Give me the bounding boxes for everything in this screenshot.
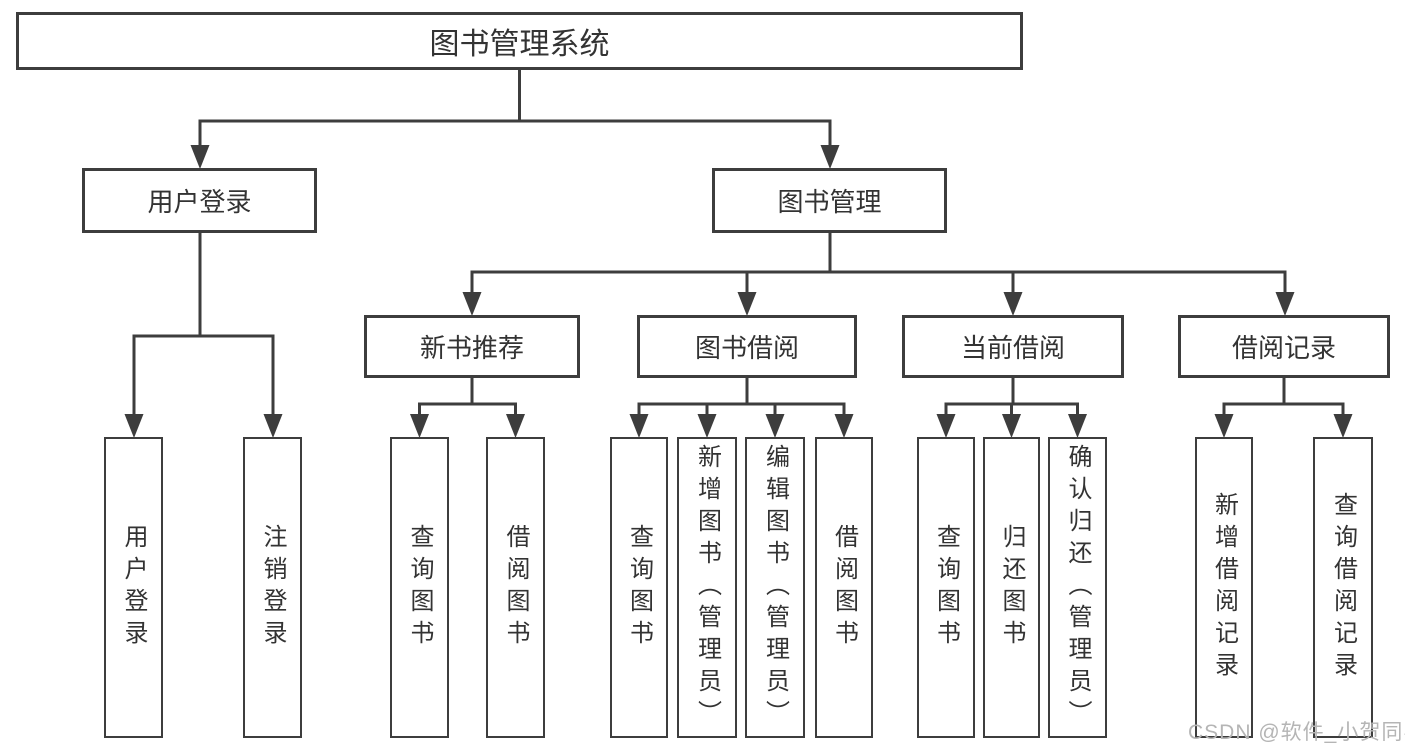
csdn-watermark: CSDN @软件_小贺同学 <box>1188 721 1405 744</box>
leaf-add-borrow-record-label: 新增借阅记录 <box>1210 491 1238 684</box>
leaf-borrow-books-recommend: 借阅图书 <box>486 437 545 738</box>
node-book-borrowing-label: 图书借阅 <box>694 333 799 363</box>
connector-book-borrowing-to-leaves <box>629 378 854 438</box>
connector-borrow-records-to-leaves <box>1214 378 1353 438</box>
node-user-login-label: 用户登录 <box>147 187 252 217</box>
leaf-query-books-current: 查询图书 <box>917 437 975 738</box>
node-user-login: 用户登录 <box>82 168 317 233</box>
node-book-borrowing: 图书借阅 <box>637 315 857 378</box>
leaf-logout: 注销登录 <box>243 437 302 738</box>
connector-current-borrowing-to-leaves <box>936 378 1087 438</box>
connector-root-to-level2 <box>190 70 840 169</box>
leaf-query-books-current-label: 查询图书 <box>932 523 960 652</box>
node-new-book-recommend: 新书推荐 <box>364 315 580 378</box>
leaf-user-login-label: 用户登录 <box>120 523 147 652</box>
node-book-management-label: 图书管理 <box>777 187 882 217</box>
node-root-library-system: 图书管理系统 <box>16 12 1023 70</box>
connector-book-management-to-level3 <box>462 233 1295 316</box>
node-borrow-records-label: 借阅记录 <box>1231 333 1336 363</box>
leaf-query-borrow-record: 查询借阅记录 <box>1313 437 1373 738</box>
leaf-query-books-borrowing: 查询图书 <box>610 437 668 738</box>
leaf-user-login: 用户登录 <box>104 437 163 738</box>
leaf-edit-book-admin: 编辑图书（管理员） <box>745 437 805 738</box>
leaf-add-book-admin: 新增图书（管理员） <box>677 437 737 738</box>
leaf-borrow-books-label: 借阅图书 <box>830 523 858 652</box>
node-borrow-records: 借阅记录 <box>1178 315 1390 378</box>
node-current-borrowing-label: 当前借阅 <box>960 333 1065 363</box>
leaf-add-borrow-record: 新增借阅记录 <box>1195 437 1253 738</box>
leaf-borrow-books-recommend-label: 借阅图书 <box>502 523 529 652</box>
leaf-borrow-books: 借阅图书 <box>815 437 873 738</box>
leaf-query-books-recommend-label: 查询图书 <box>406 523 433 652</box>
leaf-query-books-recommend: 查询图书 <box>390 437 449 738</box>
leaf-confirm-return-admin: 确认归还（管理员） <box>1048 437 1107 738</box>
node-root-label: 图书管理系统 <box>429 28 610 61</box>
node-new-book-recommend-label: 新书推荐 <box>419 333 524 363</box>
leaf-query-borrow-record-label: 查询借阅记录 <box>1329 491 1357 684</box>
connector-user-login-to-leaves <box>124 233 283 438</box>
leaf-confirm-return-admin-label: 确认归还（管理员） <box>1064 443 1091 732</box>
node-current-borrowing: 当前借阅 <box>902 315 1124 378</box>
leaf-return-books-label: 归还图书 <box>998 523 1025 652</box>
leaf-edit-book-admin-label: 编辑图书（管理员） <box>761 443 789 732</box>
leaf-return-books: 归还图书 <box>983 437 1040 738</box>
leaf-add-book-admin-label: 新增图书（管理员） <box>693 443 721 732</box>
node-book-management: 图书管理 <box>712 168 947 233</box>
leaf-logout-label: 注销登录 <box>259 523 286 652</box>
leaf-query-books-borrowing-label: 查询图书 <box>625 523 653 652</box>
connector-new-book-recommend-to-leaves <box>410 378 525 438</box>
